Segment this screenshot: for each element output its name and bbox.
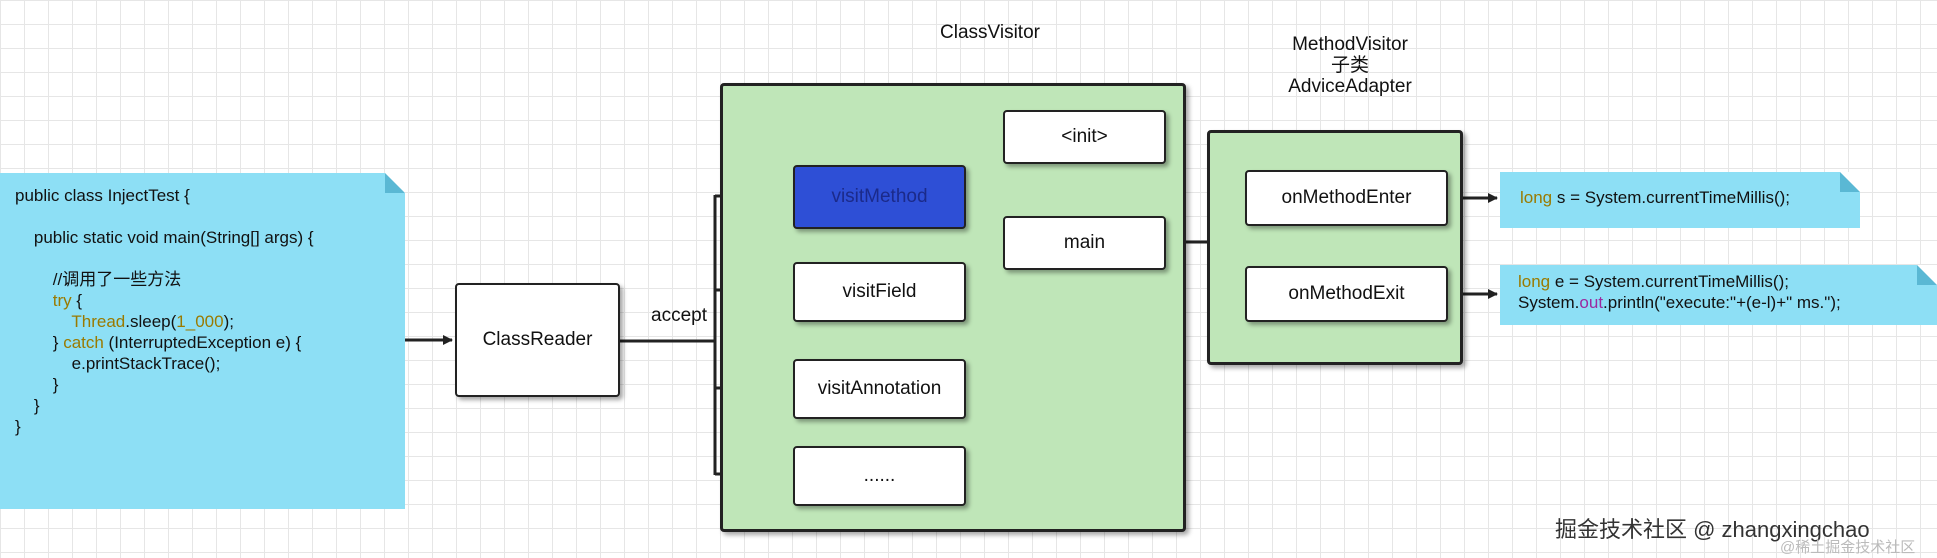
source-code-token: }	[15, 375, 59, 394]
onmethodexit-box: onMethodExit	[1245, 266, 1448, 322]
onmethodenter-label: onMethodEnter	[1281, 187, 1412, 208]
enter-code-token: long	[1520, 188, 1553, 207]
adviceadapter-group	[1207, 130, 1463, 365]
source-code-line: }	[15, 395, 405, 416]
onmethodexit-label: onMethodExit	[1288, 283, 1405, 304]
source-code-line: }	[15, 374, 405, 395]
source-code-token: public class InjectTest {	[15, 186, 190, 205]
source-code-line	[15, 248, 405, 269]
visitmethod-box: visitMethod	[793, 165, 966, 229]
exit-code-line: long e = System.currentTimeMillis();	[1518, 271, 1937, 292]
enter-code-text: long s = System.currentTimeMillis();	[1520, 187, 1860, 208]
source-code-token: }	[15, 396, 40, 415]
source-code-line: }	[15, 416, 405, 437]
source-code-token: );	[223, 312, 234, 331]
methodvisitor-title-line3: AdviceAdapter	[1288, 76, 1412, 97]
source-code-line: } catch (InterruptedException e) {	[15, 332, 405, 353]
source-code-line: e.printStackTrace();	[15, 353, 405, 374]
source-code-token: {	[71, 291, 83, 310]
source-code-token: Thread	[71, 312, 126, 331]
enter-code-token: s = System.currentTimeMillis();	[1552, 188, 1791, 207]
ellipsis-label: ......	[863, 465, 896, 486]
source-code-text: public class InjectTest { public static …	[15, 185, 405, 437]
visitannotation-label: visitAnnotation	[817, 378, 942, 399]
visitmethod-label: visitMethod	[831, 186, 928, 207]
exit-code-token: long	[1518, 272, 1551, 291]
accept-label: accept	[651, 305, 707, 326]
watermark: 掘金技术社区 @ zhangxingchao	[1555, 517, 1870, 542]
methodvisitor-title-line2: 子类	[1330, 55, 1369, 76]
ellipsis-box: ......	[793, 446, 966, 506]
source-code-token: //调用了一些方法	[15, 270, 182, 289]
init-label: <init>	[1061, 126, 1108, 147]
source-code-line: try {	[15, 290, 405, 311]
source-code-token: try	[52, 291, 72, 310]
onmethodenter-box: onMethodEnter	[1245, 170, 1448, 226]
source-code-line: public class InjectTest {	[15, 185, 405, 206]
source-code-token: (InterruptedException e) {	[103, 333, 302, 352]
visitannotation-box: visitAnnotation	[793, 359, 966, 419]
source-code-token: }	[15, 333, 64, 352]
enter-code-note: long s = System.currentTimeMillis();	[1500, 172, 1860, 228]
visitfield-label: visitField	[842, 281, 917, 302]
init-box: <init>	[1003, 110, 1166, 164]
main-box: main	[1003, 216, 1166, 270]
exit-code-token: System.	[1518, 293, 1580, 312]
source-code-token: 1_000	[176, 312, 224, 331]
source-code-line: public static void main(String[] args) {	[15, 227, 405, 248]
classreader-label: ClassReader	[482, 329, 593, 350]
exit-code-token: e = System.currentTimeMillis();	[1550, 272, 1789, 291]
classvisitor-title: ClassVisitor	[940, 22, 1040, 43]
source-code-line	[15, 206, 405, 227]
source-code-token: e.printStackTrace();	[15, 354, 221, 373]
source-code-line: //调用了一些方法	[15, 269, 405, 290]
source-code-token: .sleep(	[125, 312, 177, 331]
source-code-token: }	[15, 417, 21, 436]
visitfield-box: visitField	[793, 262, 966, 322]
watermark-small: @稀土掘金技术社区	[1780, 539, 1916, 556]
methodvisitor-title-line1: MethodVisitor	[1292, 34, 1408, 55]
source-code-token: public static void main(String[] args) {	[15, 228, 314, 247]
exit-code-line: System.out.println("execute:"+(e-l)+" ms…	[1518, 292, 1937, 313]
source-code-token: catch	[63, 333, 104, 352]
enter-code-line: long s = System.currentTimeMillis();	[1520, 187, 1860, 208]
classreader-box: ClassReader	[455, 283, 620, 397]
main-label: main	[1063, 232, 1106, 253]
exit-code-token: out	[1579, 293, 1604, 312]
source-code-token	[15, 312, 71, 331]
exit-code-note: long e = System.currentTimeMillis();Syst…	[1500, 265, 1937, 325]
exit-code-token: .println("execute:"+(e-l)+" ms.");	[1603, 293, 1841, 312]
source-code-token	[15, 291, 53, 310]
exit-code-text: long e = System.currentTimeMillis();Syst…	[1518, 271, 1937, 313]
methodvisitor-title: MethodVisitor 子类 AdviceAdapter	[1250, 34, 1450, 97]
source-code-note: public class InjectTest { public static …	[0, 173, 405, 509]
source-code-line: Thread.sleep(1_000);	[15, 311, 405, 332]
